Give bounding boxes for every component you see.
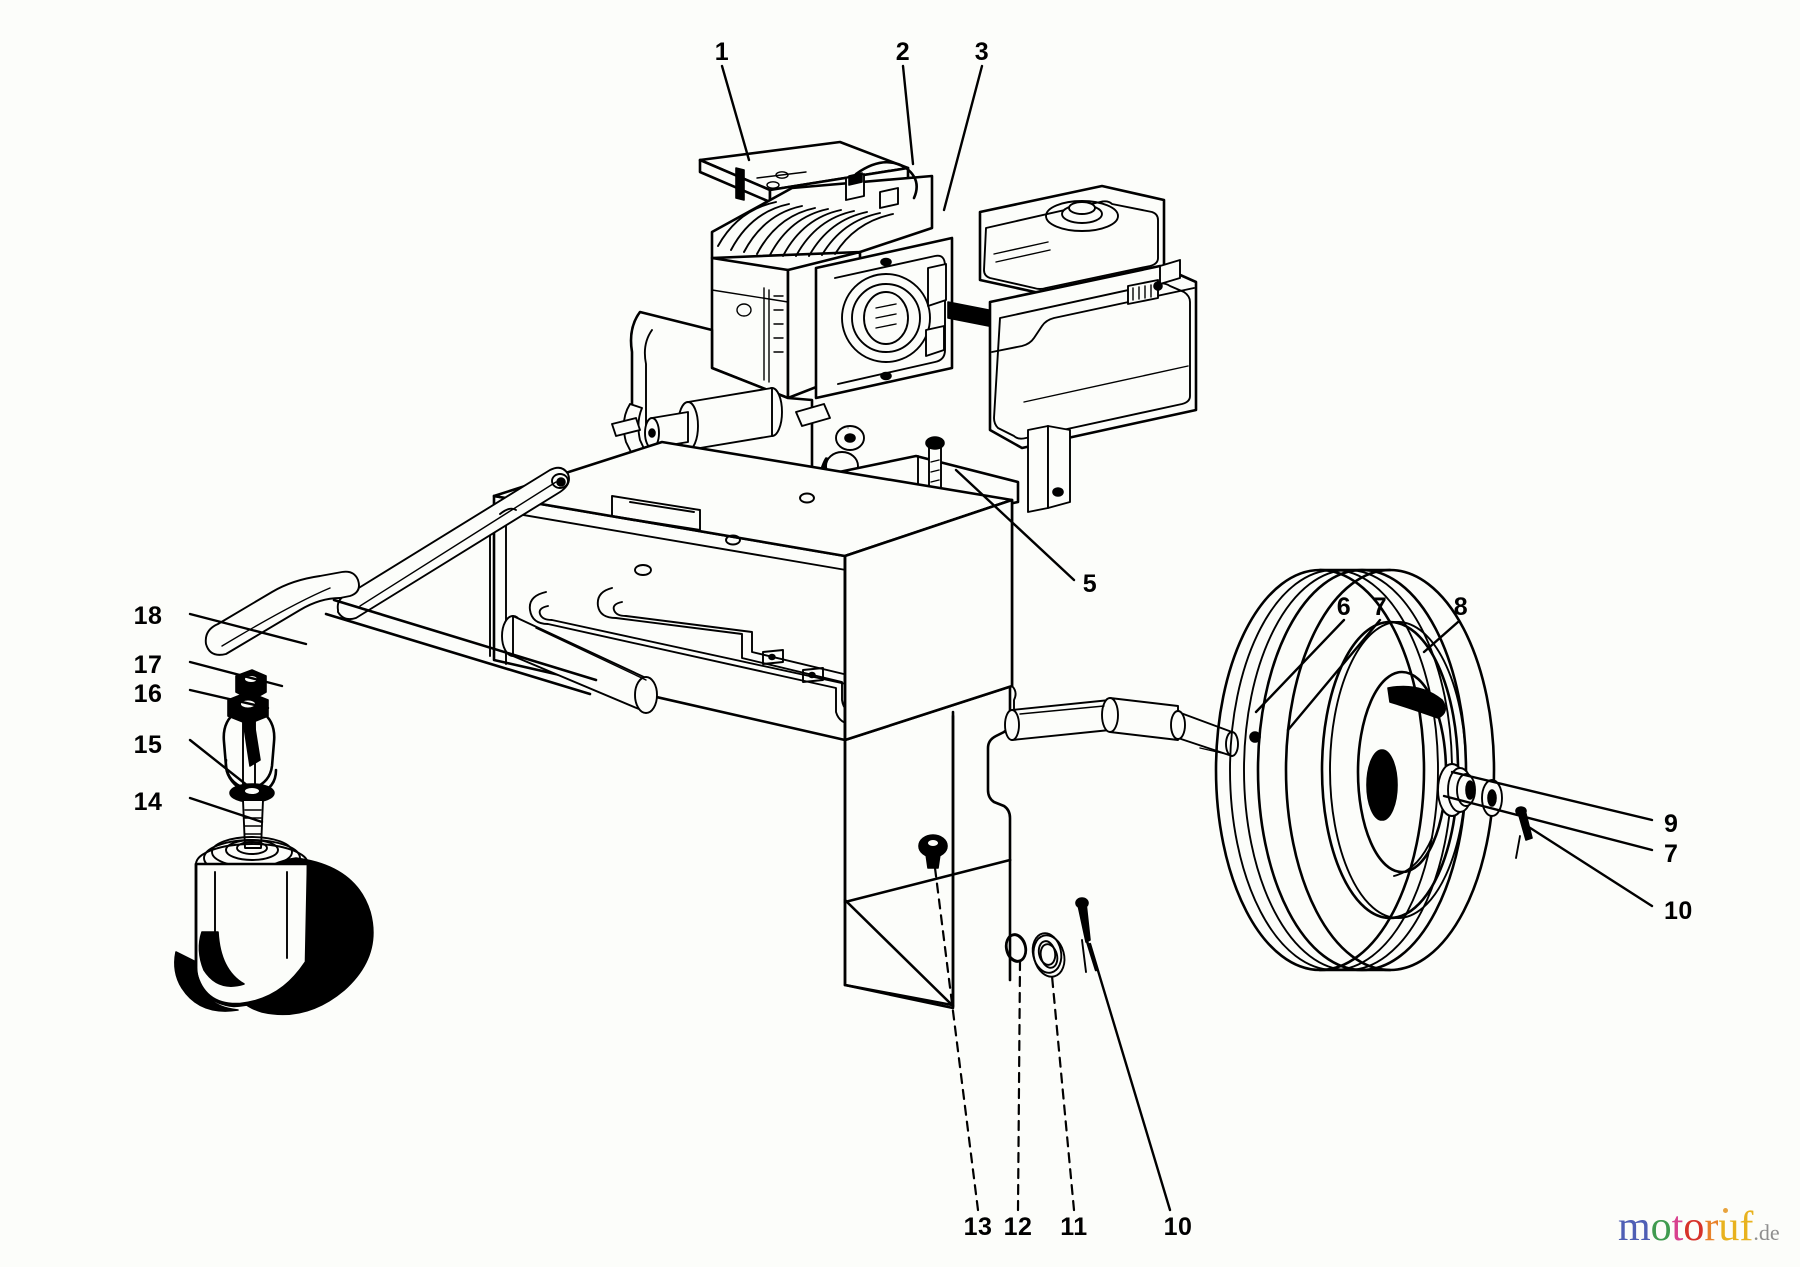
fuel-tank-main <box>988 259 1198 450</box>
callout-10-bottom: 10 <box>1164 1213 1193 1241</box>
callout-1: 1 <box>715 38 729 66</box>
callout-8: 8 <box>1454 593 1468 621</box>
callout-16: 16 <box>134 680 163 708</box>
watermark-letter-r: r <box>1704 1204 1719 1250</box>
watermark-letter-o1: o <box>1650 1204 1672 1250</box>
watermark-letter-t: t <box>1671 1204 1684 1250</box>
watermark-letter-o2: o <box>1683 1204 1705 1250</box>
left-axle-roller <box>501 615 658 714</box>
callout-13: 13 <box>964 1213 993 1241</box>
right-side-panel-detail <box>843 498 1066 1010</box>
right-wheel-assembly <box>1004 568 1533 972</box>
callout-18: 18 <box>134 602 163 630</box>
cotter-pin-part10-bottom <box>1075 897 1098 973</box>
caster-wheel-part14 <box>174 857 374 1016</box>
watermark-accent-dot <box>1722 1208 1728 1213</box>
callout-7-right: 7 <box>1664 840 1678 868</box>
callout-10-right: 10 <box>1664 897 1693 925</box>
handle-tube-frame-part18 <box>204 466 598 696</box>
leader-lines <box>188 64 1654 1212</box>
motoruf-watermark: motoruf.de <box>1618 1206 1780 1248</box>
callout-15: 15 <box>134 731 163 759</box>
watermark-letter-m: m <box>1618 1204 1651 1250</box>
fuel-tank-upper <box>978 184 1166 296</box>
callout-11: 11 <box>1060 1213 1087 1241</box>
watermark-letter-f: f <box>1739 1204 1754 1250</box>
watermark-suffix: .de <box>1753 1220 1780 1245</box>
callout-14: 14 <box>134 788 163 816</box>
callout-2: 2 <box>896 38 910 66</box>
tire-part8 <box>1214 568 1496 972</box>
callout-3: 3 <box>975 38 989 66</box>
callout-7-top: 7 <box>1373 593 1387 621</box>
wheel-axle-shaft-part6 <box>1004 697 1239 757</box>
hex-lock-nut-part17 <box>235 669 267 701</box>
carriage-bolt-part13 <box>918 834 948 869</box>
blower-housing-part3 <box>814 236 954 400</box>
caster-wheel-assembly <box>174 669 374 1016</box>
watermark-letter-u: u <box>1718 1204 1740 1250</box>
callout-9: 9 <box>1664 810 1678 838</box>
callout-numbers: 1 2 3 5 6 7 8 9 7 10 13 12 11 10 14 15 1… <box>134 38 1693 1241</box>
callout-12: 12 <box>1004 1213 1033 1241</box>
callout-5: 5 <box>1083 570 1097 598</box>
callout-6: 6 <box>1337 593 1351 621</box>
callout-17: 17 <box>134 651 163 679</box>
spark-plug-and-wire <box>845 160 918 209</box>
wheel-hub-bearing-part9 <box>1437 763 1476 817</box>
